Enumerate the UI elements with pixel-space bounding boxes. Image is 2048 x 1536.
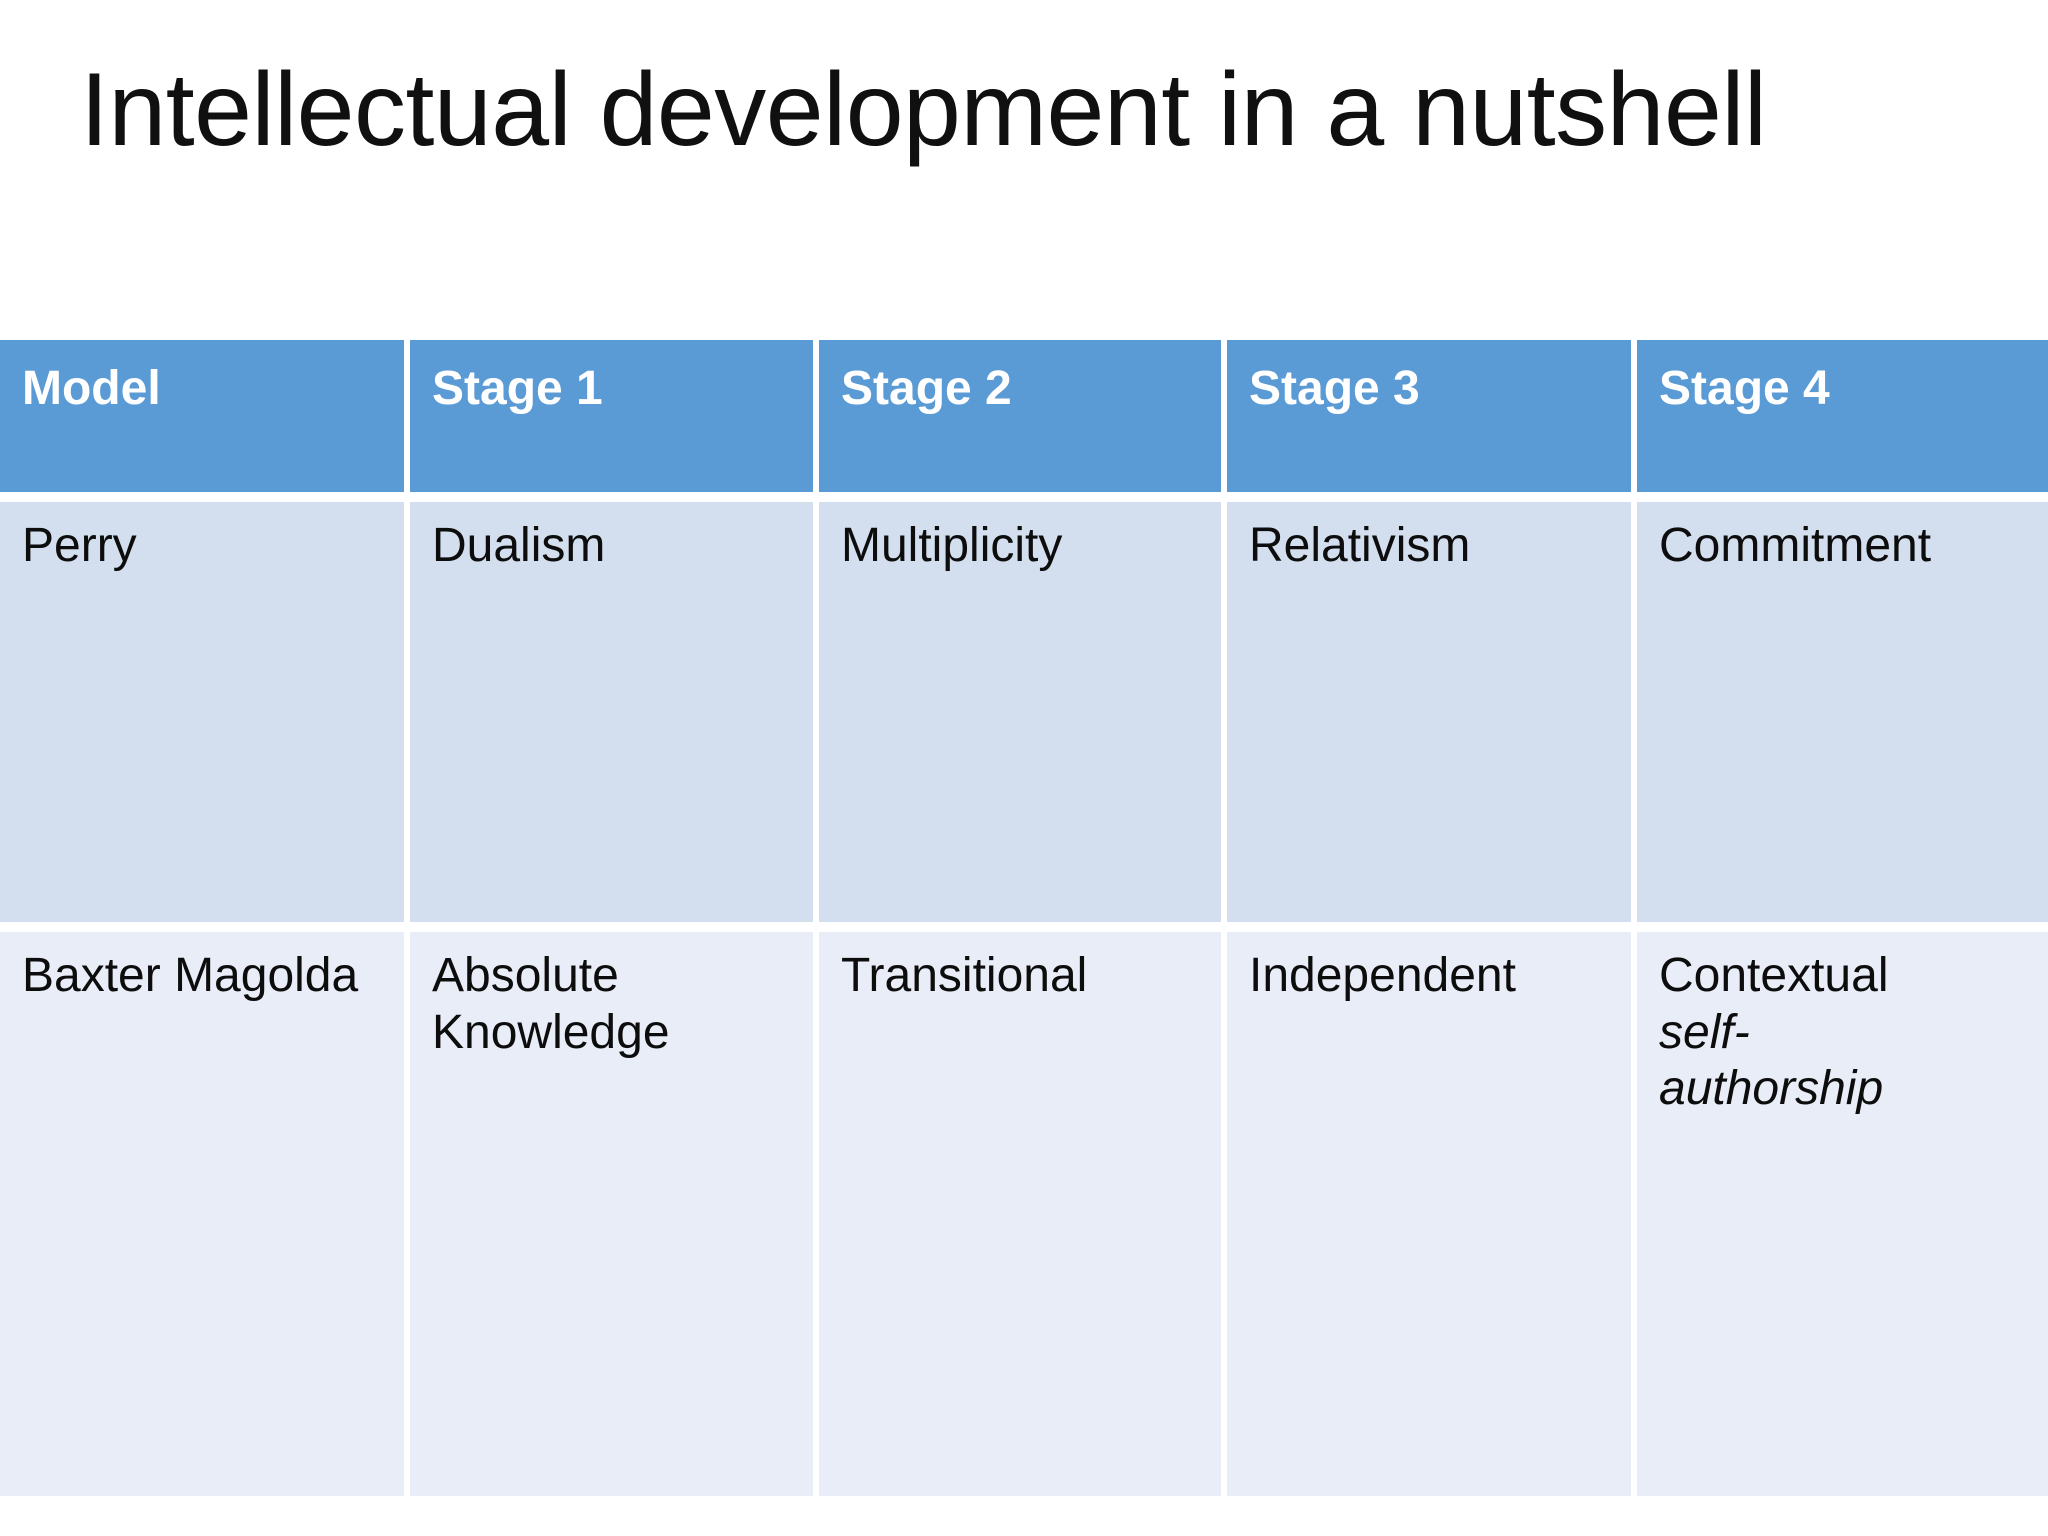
- cell-baxter-magolda-stage-4: Contextual self- authorship: [1637, 932, 2048, 1496]
- column-header-stage-4: Stage 4: [1637, 340, 2048, 502]
- table-body: Perry Dualism Multiplicity Relativism Co…: [0, 502, 2048, 1496]
- column-header-model: Model: [0, 340, 410, 502]
- cell-text-line: Contextual: [1659, 949, 1889, 1002]
- cell-baxter-magolda-stage-2: Transitional: [819, 932, 1227, 1496]
- cell-text-line: Commitment: [1659, 519, 1932, 572]
- page-title: Intellectual development in a nutshell: [80, 52, 1767, 168]
- table-header-row: Model Stage 1 Stage 2 Stage 3 Stage 4: [0, 340, 2048, 502]
- cell-perry-model: Perry: [0, 502, 410, 932]
- table-header: Model Stage 1 Stage 2 Stage 3 Stage 4: [0, 340, 2048, 502]
- table-row: Perry Dualism Multiplicity Relativism Co…: [0, 502, 2048, 932]
- cell-baxter-magolda-stage-3: Independent: [1227, 932, 1637, 1496]
- cell-perry-stage-2: Multiplicity: [819, 502, 1227, 932]
- cell-perry-stage-3: Relativism: [1227, 502, 1637, 932]
- column-header-stage-3: Stage 3: [1227, 340, 1637, 502]
- table-row: Baxter Magolda Absolute Knowledge Transi…: [0, 932, 2048, 1496]
- cell-baxter-magolda-stage-1: Absolute Knowledge: [410, 932, 819, 1496]
- cell-text-line-emphasis: authorship: [1659, 1062, 1884, 1116]
- development-models-table: Model Stage 1 Stage 2 Stage 3 Stage 4 Pe…: [0, 340, 2048, 1496]
- cell-perry-stage-4: Commitment: [1637, 502, 2048, 932]
- column-header-stage-1: Stage 1: [410, 340, 819, 502]
- cell-perry-stage-1: Dualism: [410, 502, 819, 932]
- cell-baxter-magolda-model: Baxter Magolda: [0, 932, 410, 1496]
- column-header-stage-2: Stage 2: [819, 340, 1227, 502]
- development-models-table-wrapper: Model Stage 1 Stage 2 Stage 3 Stage 4 Pe…: [0, 340, 2048, 1536]
- cell-text-line-emphasis: self-: [1659, 1005, 1750, 1059]
